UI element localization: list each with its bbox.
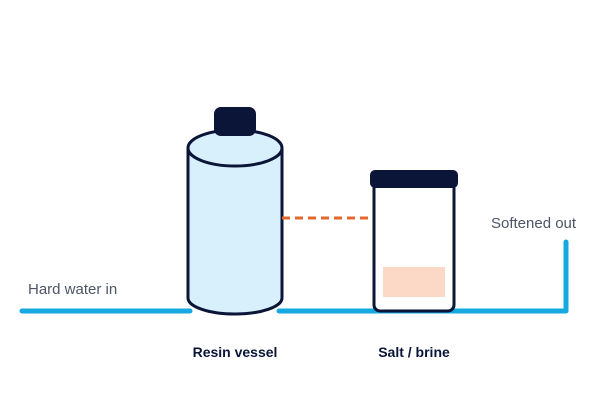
- resin-vessel-body: [186, 148, 284, 316]
- resin-vessel-cap: [214, 107, 256, 136]
- salt-brine-label: Salt / brine: [378, 344, 450, 360]
- brine-tank-lid: [370, 170, 458, 188]
- softened-out-label: Softened out: [491, 215, 577, 232]
- brine-tank: [370, 170, 458, 313]
- softened-water-outlet-pipe: [276, 239, 569, 314]
- salt-level: [383, 267, 445, 297]
- resin-vessel: [186, 107, 284, 316]
- resin-vessel-label: Resin vessel: [192, 344, 278, 360]
- hard-water-in-label: Hard water in: [28, 281, 118, 298]
